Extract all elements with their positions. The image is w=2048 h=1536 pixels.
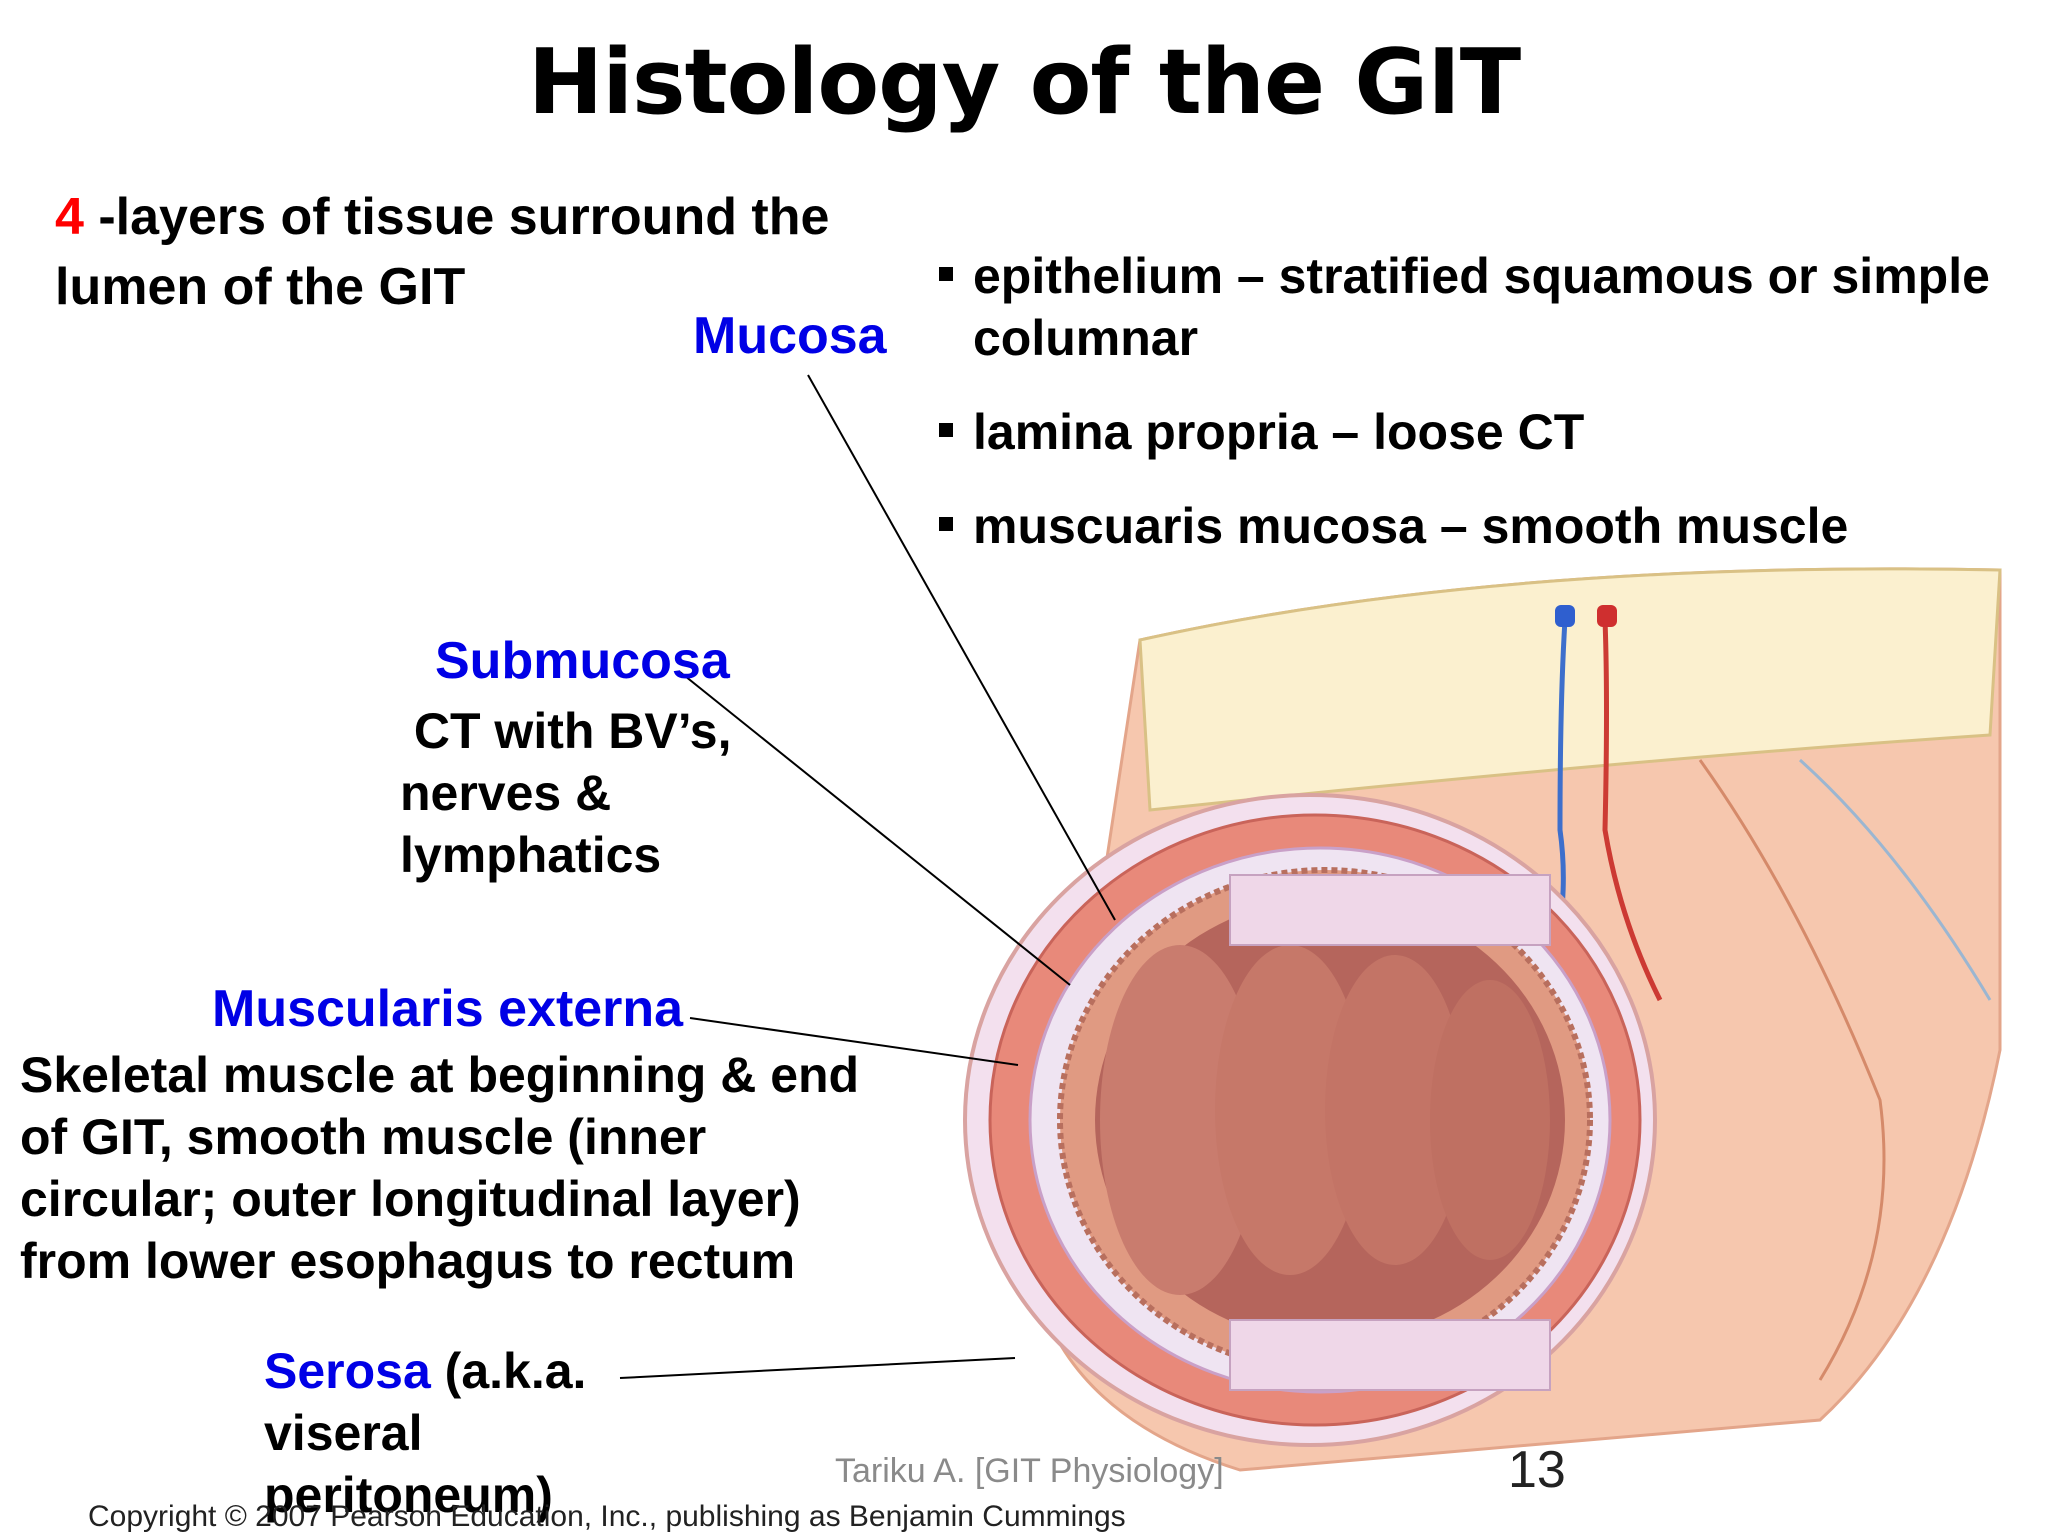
pointer-muscularis <box>689 1017 1019 1066</box>
muscularis-line-4: from lower esophagus to rectum <box>20 1233 796 1289</box>
submucosa-label: Submucosa <box>435 632 730 690</box>
pointer-serosa <box>619 1357 1016 1379</box>
bullet-epithelium: epithelium – stratified squamous or simp… <box>935 245 2035 369</box>
bullet-lamina-propria: lamina propria – loose CT <box>935 401 2035 463</box>
muscularis-line-1: Skeletal muscle at beginning & end <box>20 1047 860 1103</box>
vessel-cap-red <box>1597 605 1617 627</box>
villi-section-bottom <box>1229 1319 1551 1391</box>
submucosa-line-1: CT with BV’s, <box>400 703 732 759</box>
layer-count: 4 <box>55 188 84 246</box>
footer-author: Tariku A. [GIT Physiology] <box>835 1452 1224 1490</box>
page-number: 13 <box>1508 1441 1566 1499</box>
villi-section-top <box>1229 874 1551 946</box>
submucosa-line-2: nerves & <box>400 765 612 821</box>
bullet-muscularis-mucosa: muscuaris mucosa – smooth muscle <box>935 495 2035 557</box>
serosa-label: Serosa <box>264 1343 431 1399</box>
surface-vessel-1 <box>1698 759 1886 1381</box>
fold-4 <box>1430 980 1550 1260</box>
serosa-line-2: viseral <box>264 1405 423 1461</box>
fold-3 <box>1325 955 1465 1265</box>
serosa-block: Serosa (a.k.a. viseral peritoneum) <box>264 1340 684 1526</box>
vessel-cap-blue <box>1555 605 1575 627</box>
submucosa-line-3: lymphatics <box>400 827 662 883</box>
fold-1 <box>1100 945 1260 1295</box>
pointer-mucosa <box>807 374 1116 921</box>
mucosa-bullet-list: epithelium – stratified squamous or simp… <box>935 245 2035 589</box>
mesentery-fat <box>1138 567 2002 812</box>
muscularis-label: Muscularis externa <box>212 980 684 1038</box>
pointer-submucosa <box>679 671 1071 986</box>
muscularis-description: Skeletal muscle at beginning & end of GI… <box>20 1044 920 1292</box>
fold-2 <box>1215 945 1365 1275</box>
surface-vessel-2 <box>1798 758 1992 1001</box>
blood-vessel-red <box>1602 619 1663 1002</box>
copyright-notice: Copyright © 2007 Pearson Education, Inc.… <box>88 1500 1126 1533</box>
intro-text: 4 -layers of tissue surround the lumen o… <box>55 182 835 322</box>
serosa-line-1: (a.k.a. <box>430 1343 587 1399</box>
submucosa-description: CT with BV’s, nerves & lymphatics <box>400 700 800 886</box>
slide-title: Histology of the GIT <box>527 30 1521 135</box>
muscularis-line-3: circular; outer longitudinal layer) <box>20 1171 801 1227</box>
muscularis-line-2: of GIT, smooth muscle (inner <box>20 1109 707 1165</box>
serosa-line-3: peritoneum) <box>264 1467 553 1523</box>
intro-rest: -layers of tissue surround the lumen of … <box>55 188 830 316</box>
mucosa-label: Mucosa <box>693 307 887 365</box>
